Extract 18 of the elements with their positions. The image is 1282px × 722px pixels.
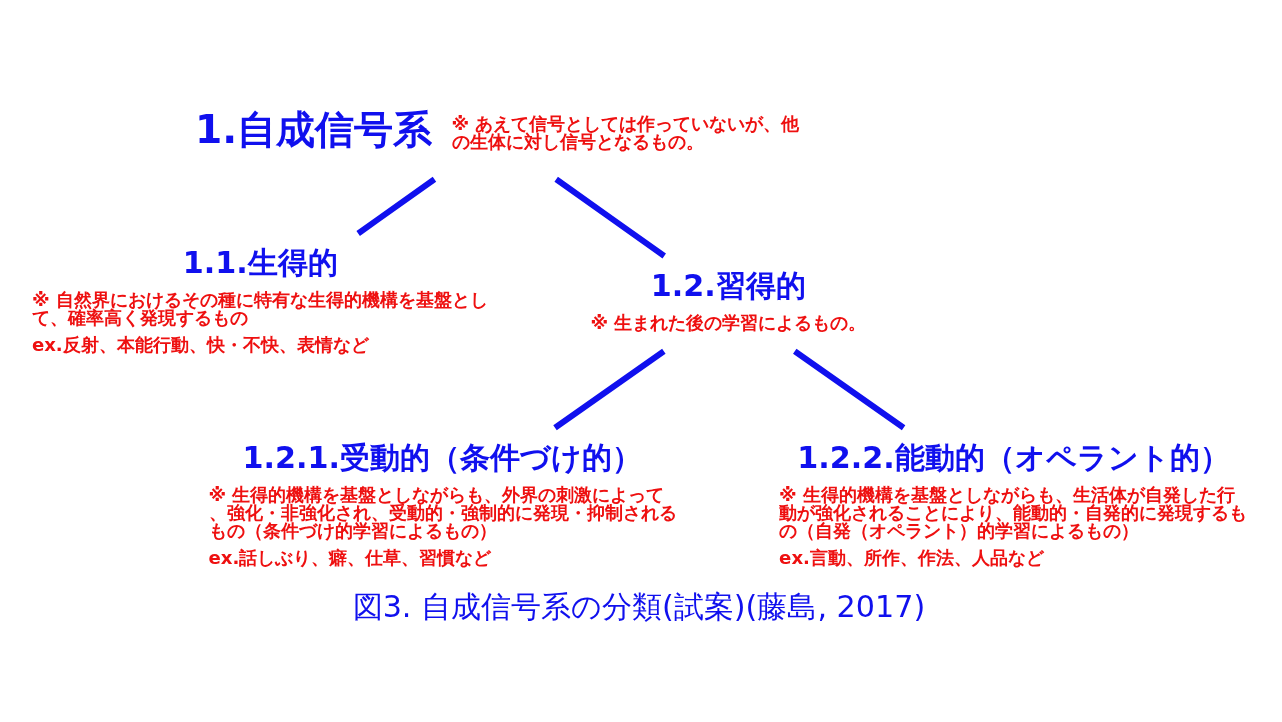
node-label: ※ 生まれた後の学習によるもの。 [590, 311, 867, 333]
node-text: 1.2.習得的 [650, 268, 806, 304]
node-text: 1.自成信号系 [194, 107, 433, 153]
caption: 図3. 自成信号系の分類(試案)(藤島, 2017) [352, 588, 926, 624]
connector [793, 348, 906, 431]
node-label: ※ 生得的機構を基盤としながらも、生活体が自発した行動が強化されることにより、能動的・自発的に発現するもの（自発（オペラント）的学習によるもの） [779, 483, 1248, 542]
node-label: ※ 生得的機構を基盤としながらも、外界の刺激によって、強化・非強化され、受動的・強制的に発現・抑制されるもの（条件づけ的学習によるもの） [208, 483, 677, 542]
connector [356, 176, 437, 236]
node-label: ※ あえて信号としては作っていないが、他の生体に対し信号となるもの。 [451, 113, 800, 153]
node-label: ※ 自然界におけるその種に特有な生得的機構を基盤として、確率高く発現するもの [31, 289, 488, 329]
connector [554, 176, 666, 259]
node-text: 1.2.2.能動的（オペラント的） [797, 440, 1230, 476]
node-label: ex.言動、所作、作法、人品など [779, 547, 1044, 569]
node-label: ex.話しぶり、癖、仕草、習慣など [208, 547, 492, 569]
node-text: 1.1.生得的 [182, 245, 338, 281]
node-label: ex.反射、本能行動、快・不快、表情など [31, 334, 369, 356]
node-text: 1.2.1.受動的（条件づけ的） [242, 440, 642, 476]
connector [553, 348, 666, 431]
